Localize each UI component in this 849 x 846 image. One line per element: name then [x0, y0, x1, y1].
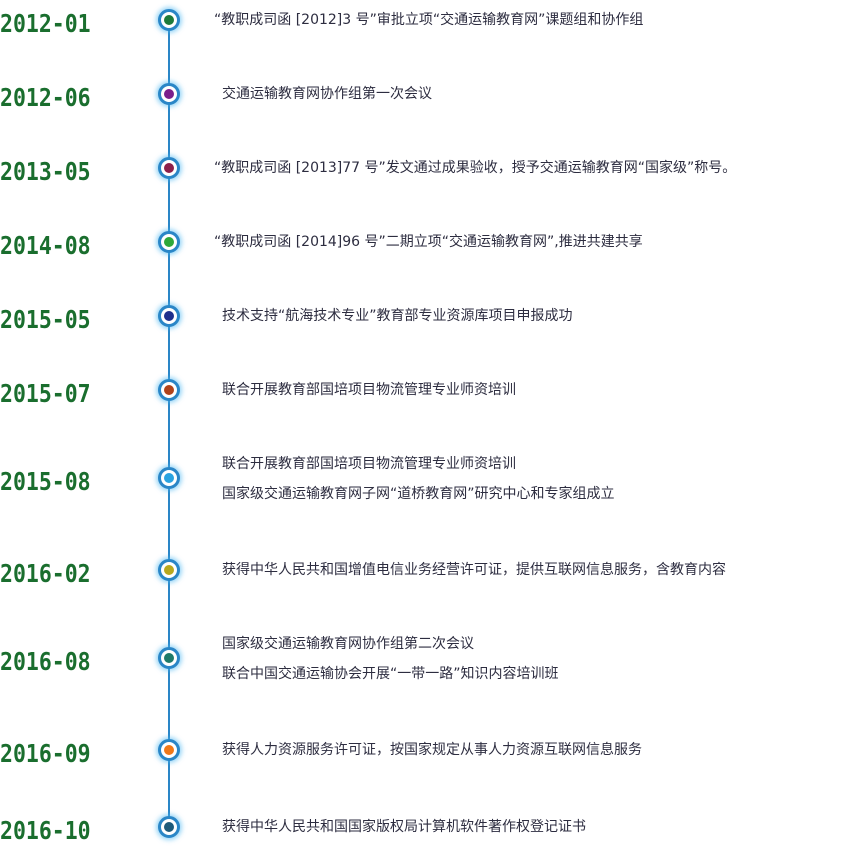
entry-description-line: “教职成司函 [2014]96 号”二期立项“交通运输教育网”,推进共建共享 — [214, 234, 643, 250]
entry-description-line: 获得中华人民共和国国家版权局计算机软件著作权登记证书 — [222, 819, 586, 835]
timeline-dot-fill — [164, 237, 174, 247]
entry-date: 2016-08 — [0, 647, 91, 676]
entry-description-line: 国家级交通运输教育网子网“道桥教育网”研究中心和专家组成立 — [222, 486, 615, 502]
entry-date: 2016-10 — [0, 816, 91, 845]
timeline-dot — [158, 305, 180, 327]
entry-date: 2012-06 — [0, 83, 91, 112]
entry-description: 联合开展教育部国培项目物流管理专业师资培训 — [222, 375, 516, 405]
entry-date: 2014-08 — [0, 231, 91, 260]
entry-description-line: 获得中华人民共和国增值电信业务经营许可证，提供互联网信息服务，含教育内容 — [222, 562, 726, 578]
entry-date: 2015-08 — [0, 467, 91, 496]
timeline-dot — [158, 157, 180, 179]
entry-description-line: 联合中国交通运输协会开展“一带一路”知识内容培训班 — [222, 666, 559, 682]
entry-description-line: 获得人力资源服务许可证，按国家规定从事人力资源互联网信息服务 — [222, 742, 642, 758]
timeline-dot — [158, 467, 180, 489]
timeline-line — [168, 18, 170, 830]
entry-description-line: 联合开展教育部国培项目物流管理专业师资培训 — [222, 382, 516, 398]
entry-description: 获得人力资源服务许可证，按国家规定从事人力资源互联网信息服务 — [222, 735, 642, 765]
entry-description: 技术支持“航海技术专业”教育部专业资源库项目申报成功 — [222, 301, 573, 331]
entry-date: 2012-01 — [0, 9, 91, 38]
entry-description: “教职成司函 [2013]77 号”发文通过成果验收，授予交通运输教育网“国家级… — [214, 153, 736, 183]
entry-description-line: 联合开展教育部国培项目物流管理专业师资培训 — [222, 456, 516, 472]
timeline-dot — [158, 9, 180, 31]
timeline-dot — [158, 559, 180, 581]
timeline-dot — [158, 647, 180, 669]
entry-description: 联合开展教育部国培项目物流管理专业师资培训 国家级交通运输教育网子网“道桥教育网… — [222, 449, 615, 509]
entry-description-line: 技术支持“航海技术专业”教育部专业资源库项目申报成功 — [222, 308, 573, 324]
entry-description-line: “教职成司函 [2012]3 号”审批立项“交通运输教育网”课题组和协作组 — [214, 12, 644, 28]
entry-date: 2016-09 — [0, 739, 91, 768]
timeline-dot-fill — [164, 163, 174, 173]
timeline-dot — [158, 83, 180, 105]
timeline-dot — [158, 816, 180, 838]
entry-date: 2016-02 — [0, 559, 91, 588]
entry-description: 国家级交通运输教育网协作组第二次会议 联合中国交通运输协会开展“一带一路”知识内… — [222, 629, 559, 689]
timeline-dot-fill — [164, 89, 174, 99]
entry-description-line: 国家级交通运输教育网协作组第二次会议 — [222, 636, 474, 652]
timeline-dot-fill — [164, 822, 174, 832]
timeline-dot-fill — [164, 565, 174, 575]
timeline-dot-fill — [164, 653, 174, 663]
entry-description-line: “教职成司函 [2013]77 号”发文通过成果验收，授予交通运输教育网“国家级… — [214, 160, 737, 176]
entry-description: 获得中华人民共和国增值电信业务经营许可证，提供互联网信息服务，含教育内容 — [222, 555, 726, 585]
timeline-dot-fill — [164, 385, 174, 395]
entry-date: 2015-07 — [0, 379, 91, 408]
timeline-dot-fill — [164, 745, 174, 755]
timeline-dot — [158, 379, 180, 401]
entry-date: 2015-05 — [0, 305, 91, 334]
entry-description: “教职成司函 [2014]96 号”二期立项“交通运输教育网”,推进共建共享 — [214, 227, 643, 257]
entry-description-line: 交通运输教育网协作组第一次会议 — [222, 86, 432, 102]
timeline-dot-fill — [164, 311, 174, 321]
entry-description: 获得中华人民共和国国家版权局计算机软件著作权登记证书 — [222, 812, 586, 842]
timeline-dot-fill — [164, 15, 174, 25]
entry-description: “教职成司函 [2012]3 号”审批立项“交通运输教育网”课题组和协作组 — [214, 5, 643, 35]
timeline-dot — [158, 739, 180, 761]
entry-date: 2013-05 — [0, 157, 91, 186]
timeline-dot-fill — [164, 473, 174, 483]
entry-description: 交通运输教育网协作组第一次会议 — [222, 79, 432, 109]
timeline-dot — [158, 231, 180, 253]
